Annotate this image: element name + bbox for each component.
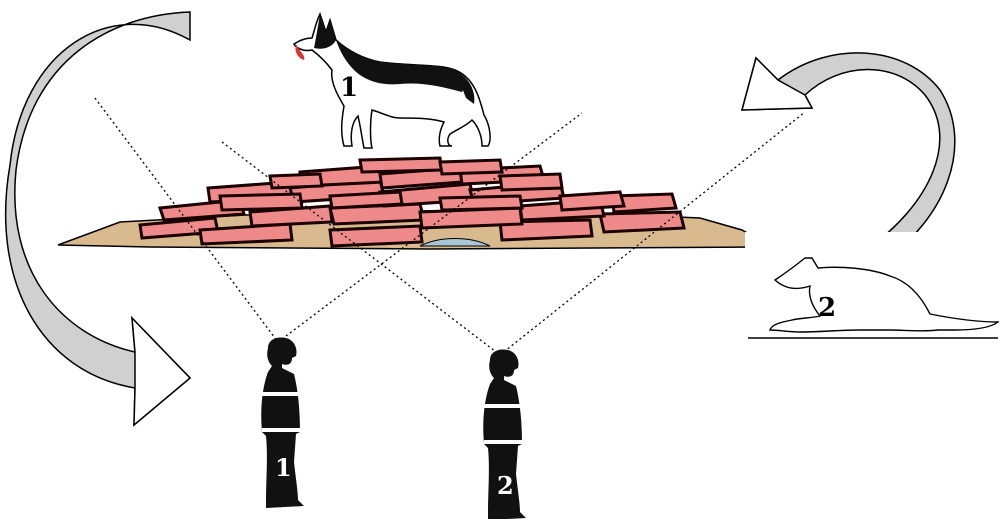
firefighter-1-label: 1 — [275, 453, 292, 482]
curved-arrow-right — [742, 53, 955, 262]
firefighter-2-label: 2 — [497, 471, 514, 500]
dog-lying-label: 2 — [818, 293, 836, 323]
dog-standing-label: 1 — [340, 73, 358, 103]
firefighter-1-icon: 1 — [261, 337, 304, 508]
dog-standing-icon: 1 — [294, 14, 490, 148]
firefighter-2-icon: 2 — [483, 349, 526, 519]
dog-lying-icon: 2 — [745, 232, 999, 340]
